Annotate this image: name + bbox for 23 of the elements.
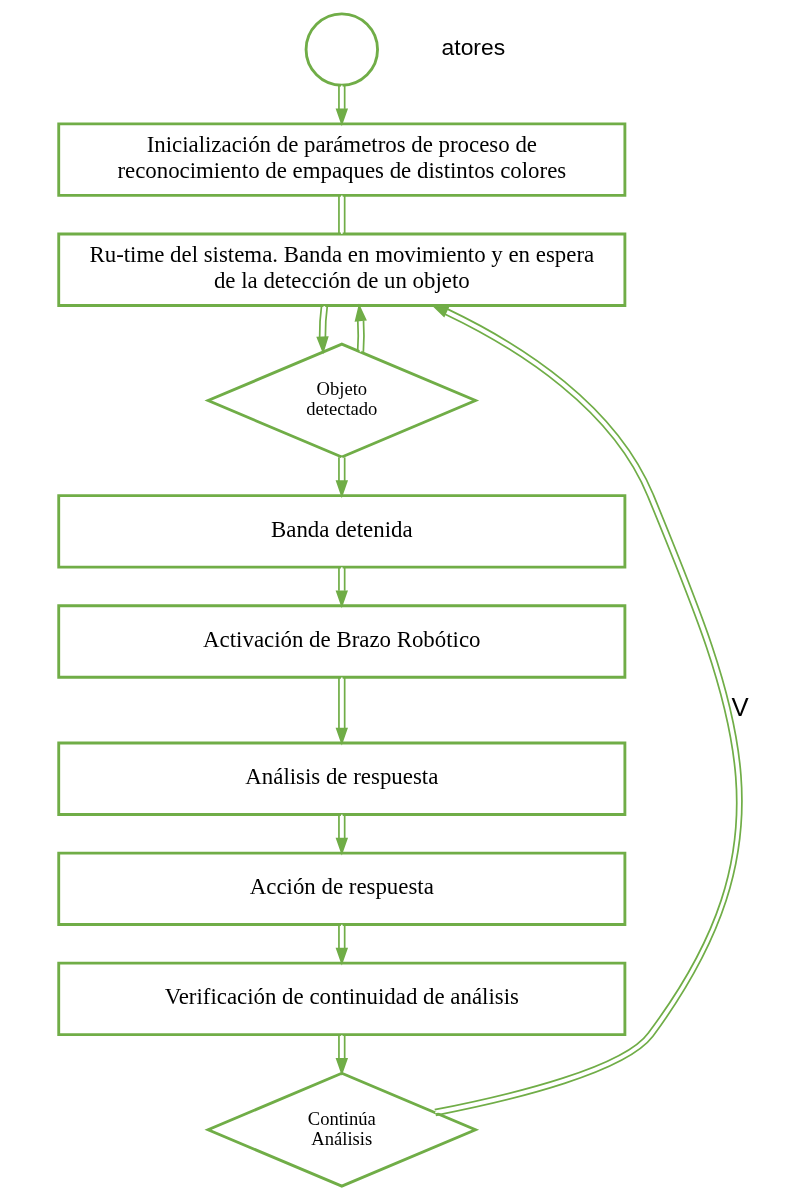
arrow bbox=[335, 1034, 349, 1076]
node-box: Inicialización de parámetros de proceso de reconocimiento de empaques de distintos colores bbox=[57, 122, 627, 197]
node-diamond: Continúa Análisis bbox=[204, 1071, 480, 1188]
arrow bbox=[335, 84, 349, 127]
node-box: Análisis de respuesta bbox=[57, 741, 627, 816]
connector bbox=[338, 194, 346, 235]
node-box: Verificación de continuidad de análisis bbox=[57, 961, 627, 1037]
arrow bbox=[335, 566, 349, 609]
node-box: Activación de Brazo Robótico bbox=[57, 604, 627, 679]
arrow bbox=[316, 304, 329, 355]
arrow bbox=[335, 923, 349, 966]
node-diamond: Objeto detectado bbox=[204, 342, 480, 459]
arrow bbox=[335, 456, 349, 499]
node-box: Acción de respuesta bbox=[57, 851, 627, 926]
arrow bbox=[354, 303, 367, 353]
node-circle bbox=[304, 12, 379, 87]
arrow bbox=[430, 304, 743, 1117]
arrow bbox=[335, 813, 349, 856]
node-box: Banda detenida bbox=[57, 494, 627, 569]
edge-label: V bbox=[731, 693, 749, 722]
node-box: Ru-time del sistema. Banda en movimiento y en espera de la detección de un objeto bbox=[57, 232, 627, 307]
arrow bbox=[335, 676, 349, 746]
label: atores bbox=[441, 33, 506, 60]
